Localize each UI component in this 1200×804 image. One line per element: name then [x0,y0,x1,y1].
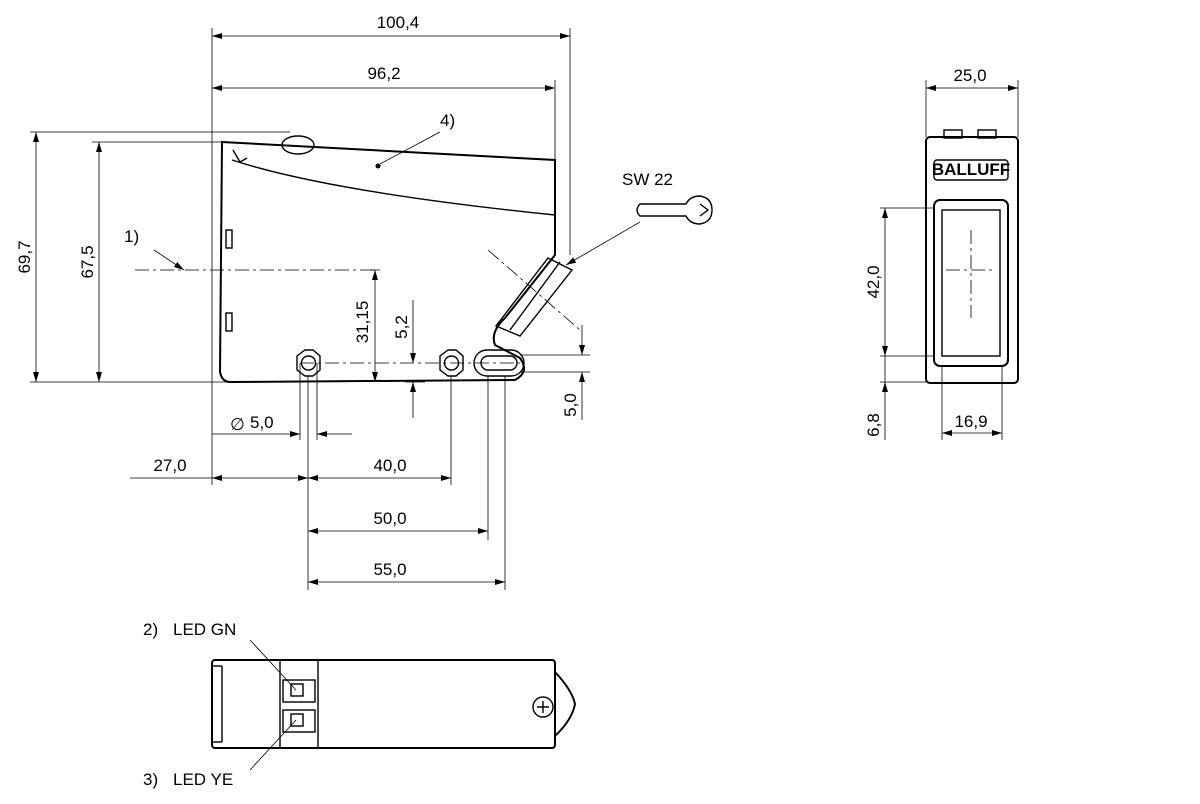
led-green [290,683,304,697]
front-mark-upper [225,229,233,249]
dim-lens-offset: 5,2 [392,315,411,339]
led-yellow-window [282,709,316,733]
dim-front-width: 25,0 [953,66,986,85]
side-view: 100,4 96,2 69,7 67,5 31,15 5,2 5,0 ∅ 5,0… [15,13,713,590]
callout-wrench-size: SW 22 [622,170,673,189]
top-connector [554,671,577,737]
led-yellow [290,713,304,727]
wrench-icon [636,195,713,225]
lens-frame [933,199,1009,367]
lens-window [941,209,1001,357]
dim-hole-spacing-40: 40,0 [373,456,406,475]
callout-led-green-label: LED GN [173,620,236,639]
dim-hole-spacing-50: 50,0 [373,509,406,528]
callout-led-yellow-label: LED YE [173,770,233,789]
dim-hole-diameter: 5,0 [250,413,274,432]
dim-hole-diameter-symbol: ∅ [230,415,245,434]
front-mark-lower [225,312,233,332]
callout-led-yellow-num: 3) [143,770,158,789]
dim-body-length: 96,2 [367,64,400,83]
brand-logo: BALLUFF [932,160,1010,179]
brand-plate [933,159,1009,181]
callout-note4: 4) [440,111,455,130]
dim-lens-width: 16,9 [954,412,987,431]
front-housing [925,136,1019,384]
screw-head [532,696,554,718]
dim-hole-from-front: 27,0 [153,456,186,475]
dim-lens-bottom-offset: 6,8 [864,413,883,437]
dim-optical-axis: 31,15 [353,301,372,344]
led-green-window [282,679,316,703]
top-button [281,135,315,155]
front-top-tab-right [977,129,997,139]
callout-note1: 1) [124,227,139,246]
callout-led-green-num: 2) [143,620,158,639]
dim-overall-length: 100,4 [377,13,420,32]
housing-contour [231,159,556,216]
top-view: 2) LED GN 3) LED YE [143,620,577,789]
connector-hex [494,257,574,337]
note4-leader [379,131,441,165]
front-view: BALLUFF 25,0 42,0 6,8 16,9 [864,66,1019,440]
dim-mount-offset: 5,0 [561,393,580,417]
dim-hole-spacing-55: 55,0 [373,560,406,579]
corner-mark [232,149,248,163]
connector-axis [487,249,581,331]
dim-overall-height: 69,7 [15,240,34,273]
housing-outline [218,140,556,384]
dim-body-height: 67,5 [78,245,97,278]
note4-dot [375,163,381,169]
front-top-tab-left [943,129,963,139]
screw-cross-icon [537,701,549,713]
top-housing [211,659,556,749]
dim-lens-height: 42,0 [864,265,883,298]
